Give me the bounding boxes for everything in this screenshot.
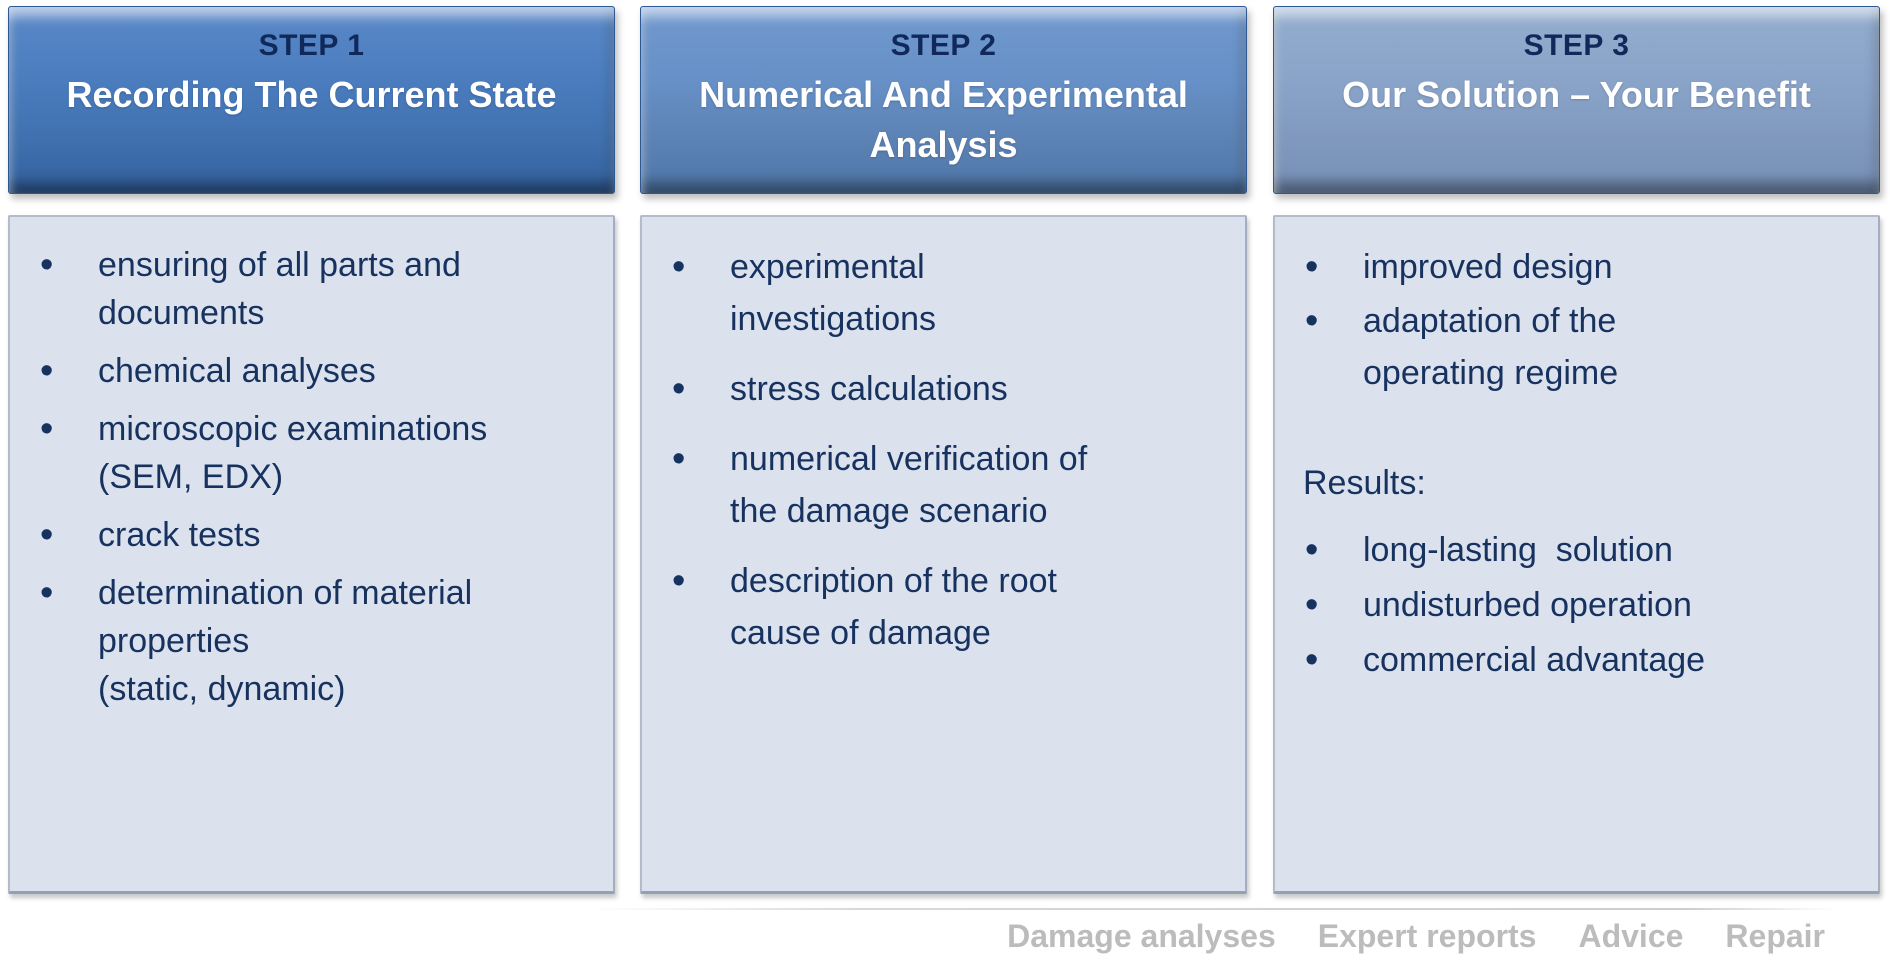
bullet-item: long-lasting solution (1275, 523, 1862, 578)
step1-label: STEP 1 (258, 29, 365, 62)
bullet-item: microscopic examinations (SEM, EDX) (10, 405, 597, 501)
step3-header: STEP 3 Our Solution – Your Benefit (1273, 6, 1880, 194)
spacer (1275, 401, 1862, 457)
bullet-item: undisturbed operation (1275, 578, 1862, 633)
footer-divider-line (588, 908, 1835, 910)
footer-item-expert-reports[interactable]: Expert reports (1317, 918, 1537, 954)
bullet-item: crack tests (10, 511, 597, 559)
step1-body-panel: ensuring of all parts and documents chem… (8, 215, 615, 894)
bullet-item: commercial advantage (1275, 633, 1862, 688)
step1-title: Recording The Current State (66, 74, 557, 115)
step3-body-panel: improved design adaptation of the operat… (1273, 215, 1880, 894)
bullet-item: ensuring of all parts and documents (10, 241, 597, 337)
step3-bullet-list: improved design adaptation of the operat… (1275, 241, 1862, 399)
step3-results-list: long-lasting solution undisturbed operat… (1275, 523, 1862, 688)
step2-body-panel: experimental investigations stress calcu… (640, 215, 1247, 894)
step2-bullet-list: experimental investigations stress calcu… (642, 241, 1229, 659)
bullet-item: chemical analyses (10, 347, 597, 395)
footer-item-advice[interactable]: Advice (1578, 918, 1684, 954)
step2-title: Numerical And Experimental Analysis (699, 74, 1188, 165)
bullet-item: description of the root cause of damage (642, 555, 1229, 659)
bullet-item: stress calculations (642, 363, 1229, 415)
bullet-item: experimental investigations (642, 241, 1229, 345)
step2-header: STEP 2 Numerical And Experimental Analys… (640, 6, 1247, 194)
bullet-item: numerical verification of the damage sce… (642, 433, 1229, 537)
footer-nav: Damage analyses Expert reports Advice Re… (1007, 918, 1825, 955)
step3-label: STEP 3 (1523, 29, 1630, 62)
bullet-item: improved design (1275, 241, 1862, 293)
step1-header: STEP 1 Recording The Current State (8, 6, 615, 194)
bullet-item: adaptation of the operating regime (1275, 295, 1862, 399)
step2-column: STEP 2 Numerical And Experimental Analys… (640, 6, 1247, 894)
step3-column: STEP 3 Our Solution – Your Benefit impro… (1273, 6, 1880, 894)
results-label: Results: (1303, 464, 1426, 502)
footer-item-damage-analyses[interactable]: Damage analyses (1007, 918, 1276, 954)
step2-label: STEP 2 (890, 29, 997, 62)
step3-title: Our Solution – Your Benefit (1342, 74, 1811, 115)
step1-column: STEP 1 Recording The Current State ensur… (8, 6, 615, 894)
bullet-item: determination of material properties (st… (10, 569, 597, 713)
step1-bullet-list: ensuring of all parts and documents chem… (10, 241, 597, 713)
footer-item-repair[interactable]: Repair (1725, 918, 1825, 954)
